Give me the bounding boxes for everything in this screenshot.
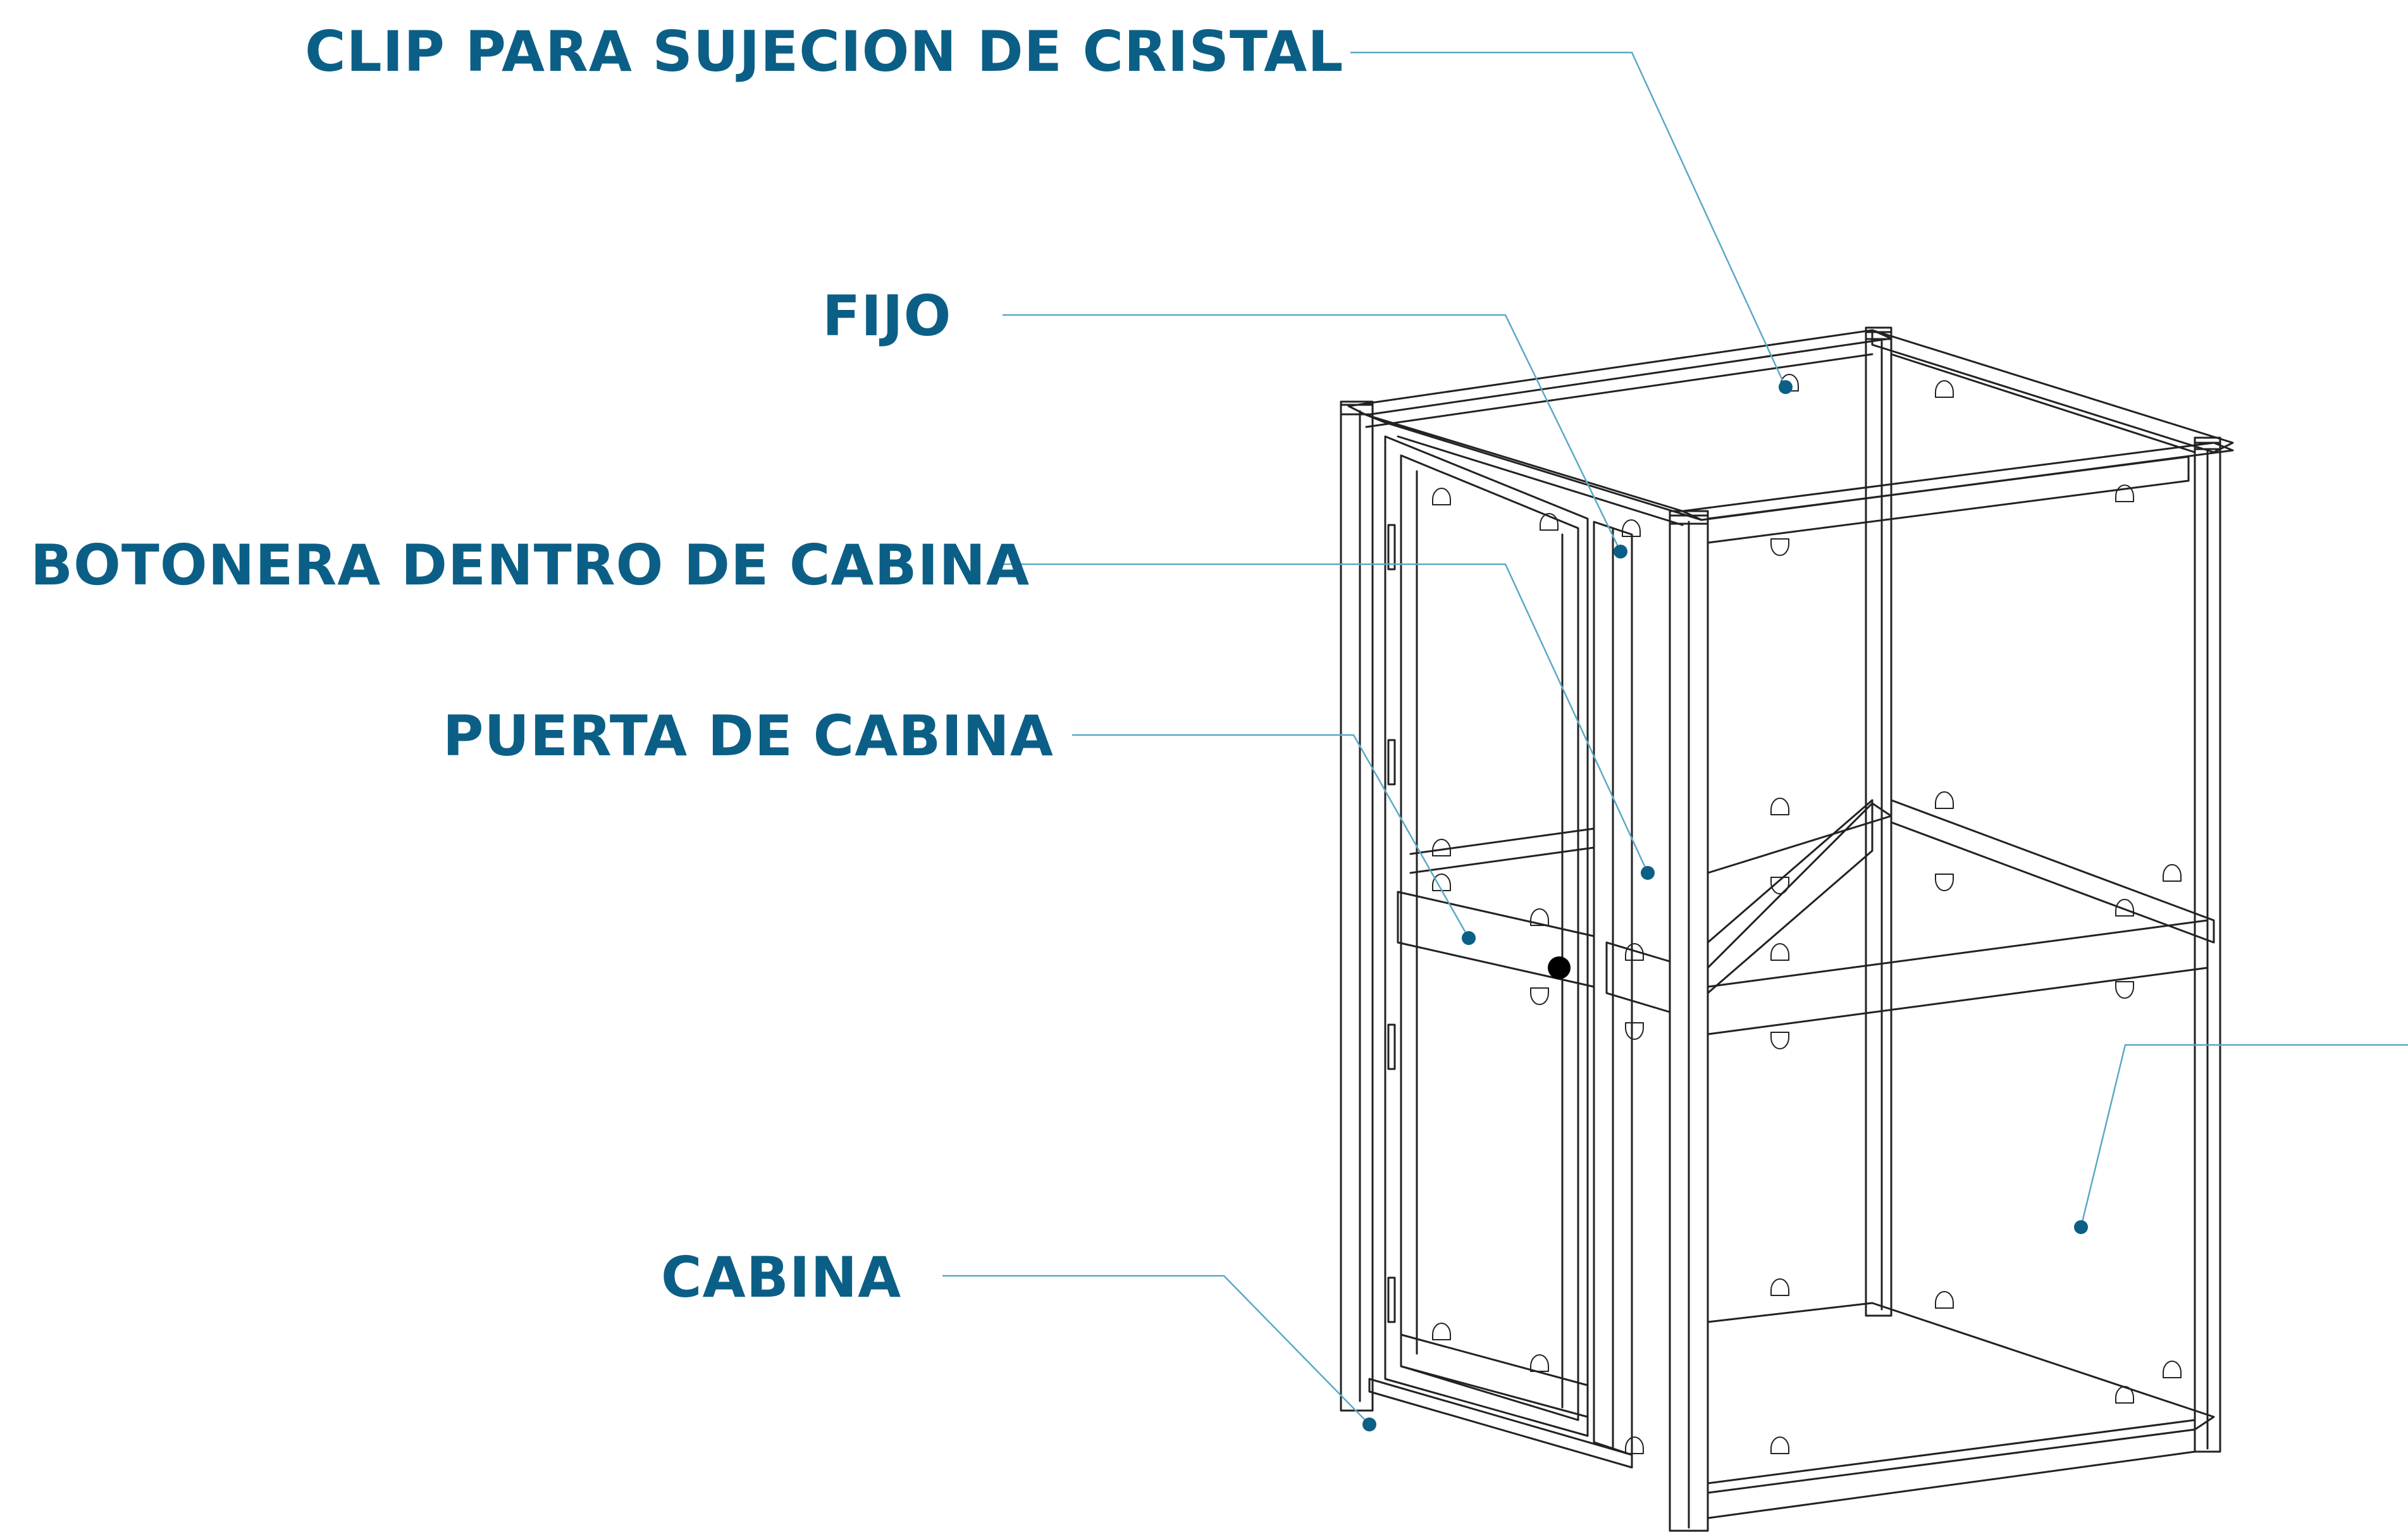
clip <box>1540 513 1559 531</box>
clip <box>2163 1361 2182 1378</box>
top-right-rail <box>1871 329 2234 454</box>
leader-dot-botonera <box>1641 866 1655 880</box>
clip <box>1935 1291 1954 1309</box>
fixed-panel <box>1593 521 1633 1456</box>
clip <box>1935 380 1954 398</box>
mid-left-rail-door <box>1397 891 1595 988</box>
leader-dot-puerta <box>1462 931 1476 945</box>
label-botonera-dentro-de-cabina: BOTONERA DENTRO DE CABINA <box>30 533 1030 598</box>
clip <box>2115 981 2134 999</box>
front-right-post <box>2194 442 2221 1453</box>
callout-labels: CLIP PARA SUJECION DE CRISTAL FIJO BOTON… <box>30 19 1343 1310</box>
mid-right-rail <box>1890 799 2215 944</box>
leader-puerta <box>1072 734 1470 939</box>
clip <box>1935 791 1954 809</box>
clip <box>1770 1278 1789 1296</box>
clip <box>2115 485 2134 502</box>
clip <box>1770 538 1789 556</box>
leader-dot-cabina <box>1362 1418 1376 1431</box>
back-right-post <box>1865 331 1892 1317</box>
clip <box>2115 899 2134 917</box>
clip <box>1625 943 1644 961</box>
leader-dot-right-panel <box>2074 1220 2088 1234</box>
leader-clip <box>1350 51 1787 388</box>
leader-dot-clip <box>1779 380 1793 394</box>
label-clip-para-sujecion-de-cristal: CLIP PARA SUJECION DE CRISTAL <box>305 19 1343 84</box>
leader-right-panel <box>2080 1044 2408 1228</box>
clip <box>1770 943 1789 961</box>
bottom-door-rail <box>1400 1333 1589 1418</box>
clip <box>1625 1022 1644 1040</box>
clip <box>1432 874 1451 891</box>
clip <box>1770 798 1789 815</box>
clip <box>1432 488 1451 505</box>
clip <box>1770 1032 1789 1049</box>
leader-lines <box>942 51 2408 1431</box>
bottom-front-rail <box>1707 1419 2196 1519</box>
clip <box>1622 519 1641 537</box>
mid-front-rail <box>1707 919 2209 1035</box>
glass-clips <box>1432 374 2182 1454</box>
clip <box>1625 1436 1644 1454</box>
back-left-post <box>1340 404 1374 1412</box>
leader-dot-fijo <box>1614 545 1627 559</box>
leader-cabina <box>942 1275 1370 1425</box>
label-fijo: FIJO <box>822 283 951 349</box>
clip <box>1780 374 1799 392</box>
cabin-frame-drawing <box>1340 326 2234 1532</box>
top-front-rail <box>1681 442 2234 521</box>
clip <box>1935 874 1954 891</box>
cabin-door <box>1368 435 1633 1469</box>
bottom-floor <box>1707 1302 2215 1494</box>
clip <box>1432 839 1451 856</box>
clip <box>1770 1436 1789 1454</box>
clip <box>1432 1323 1451 1340</box>
clip <box>1770 877 1789 894</box>
mid-back-rail <box>1707 799 1874 994</box>
top-back-rail <box>1347 329 1892 416</box>
clip <box>2115 1386 2134 1404</box>
label-cabina: CABINA <box>661 1245 901 1310</box>
leader-fijo <box>1003 314 1622 552</box>
leader-botonera <box>1003 563 1649 874</box>
label-puerta-de-cabina: PUERTA DE CABINA <box>443 703 1054 769</box>
clip <box>2163 864 2182 882</box>
clip <box>1530 908 1549 926</box>
cabin-button-panel <box>1548 956 1571 979</box>
clip <box>1530 1354 1549 1372</box>
clip <box>1530 987 1549 1005</box>
